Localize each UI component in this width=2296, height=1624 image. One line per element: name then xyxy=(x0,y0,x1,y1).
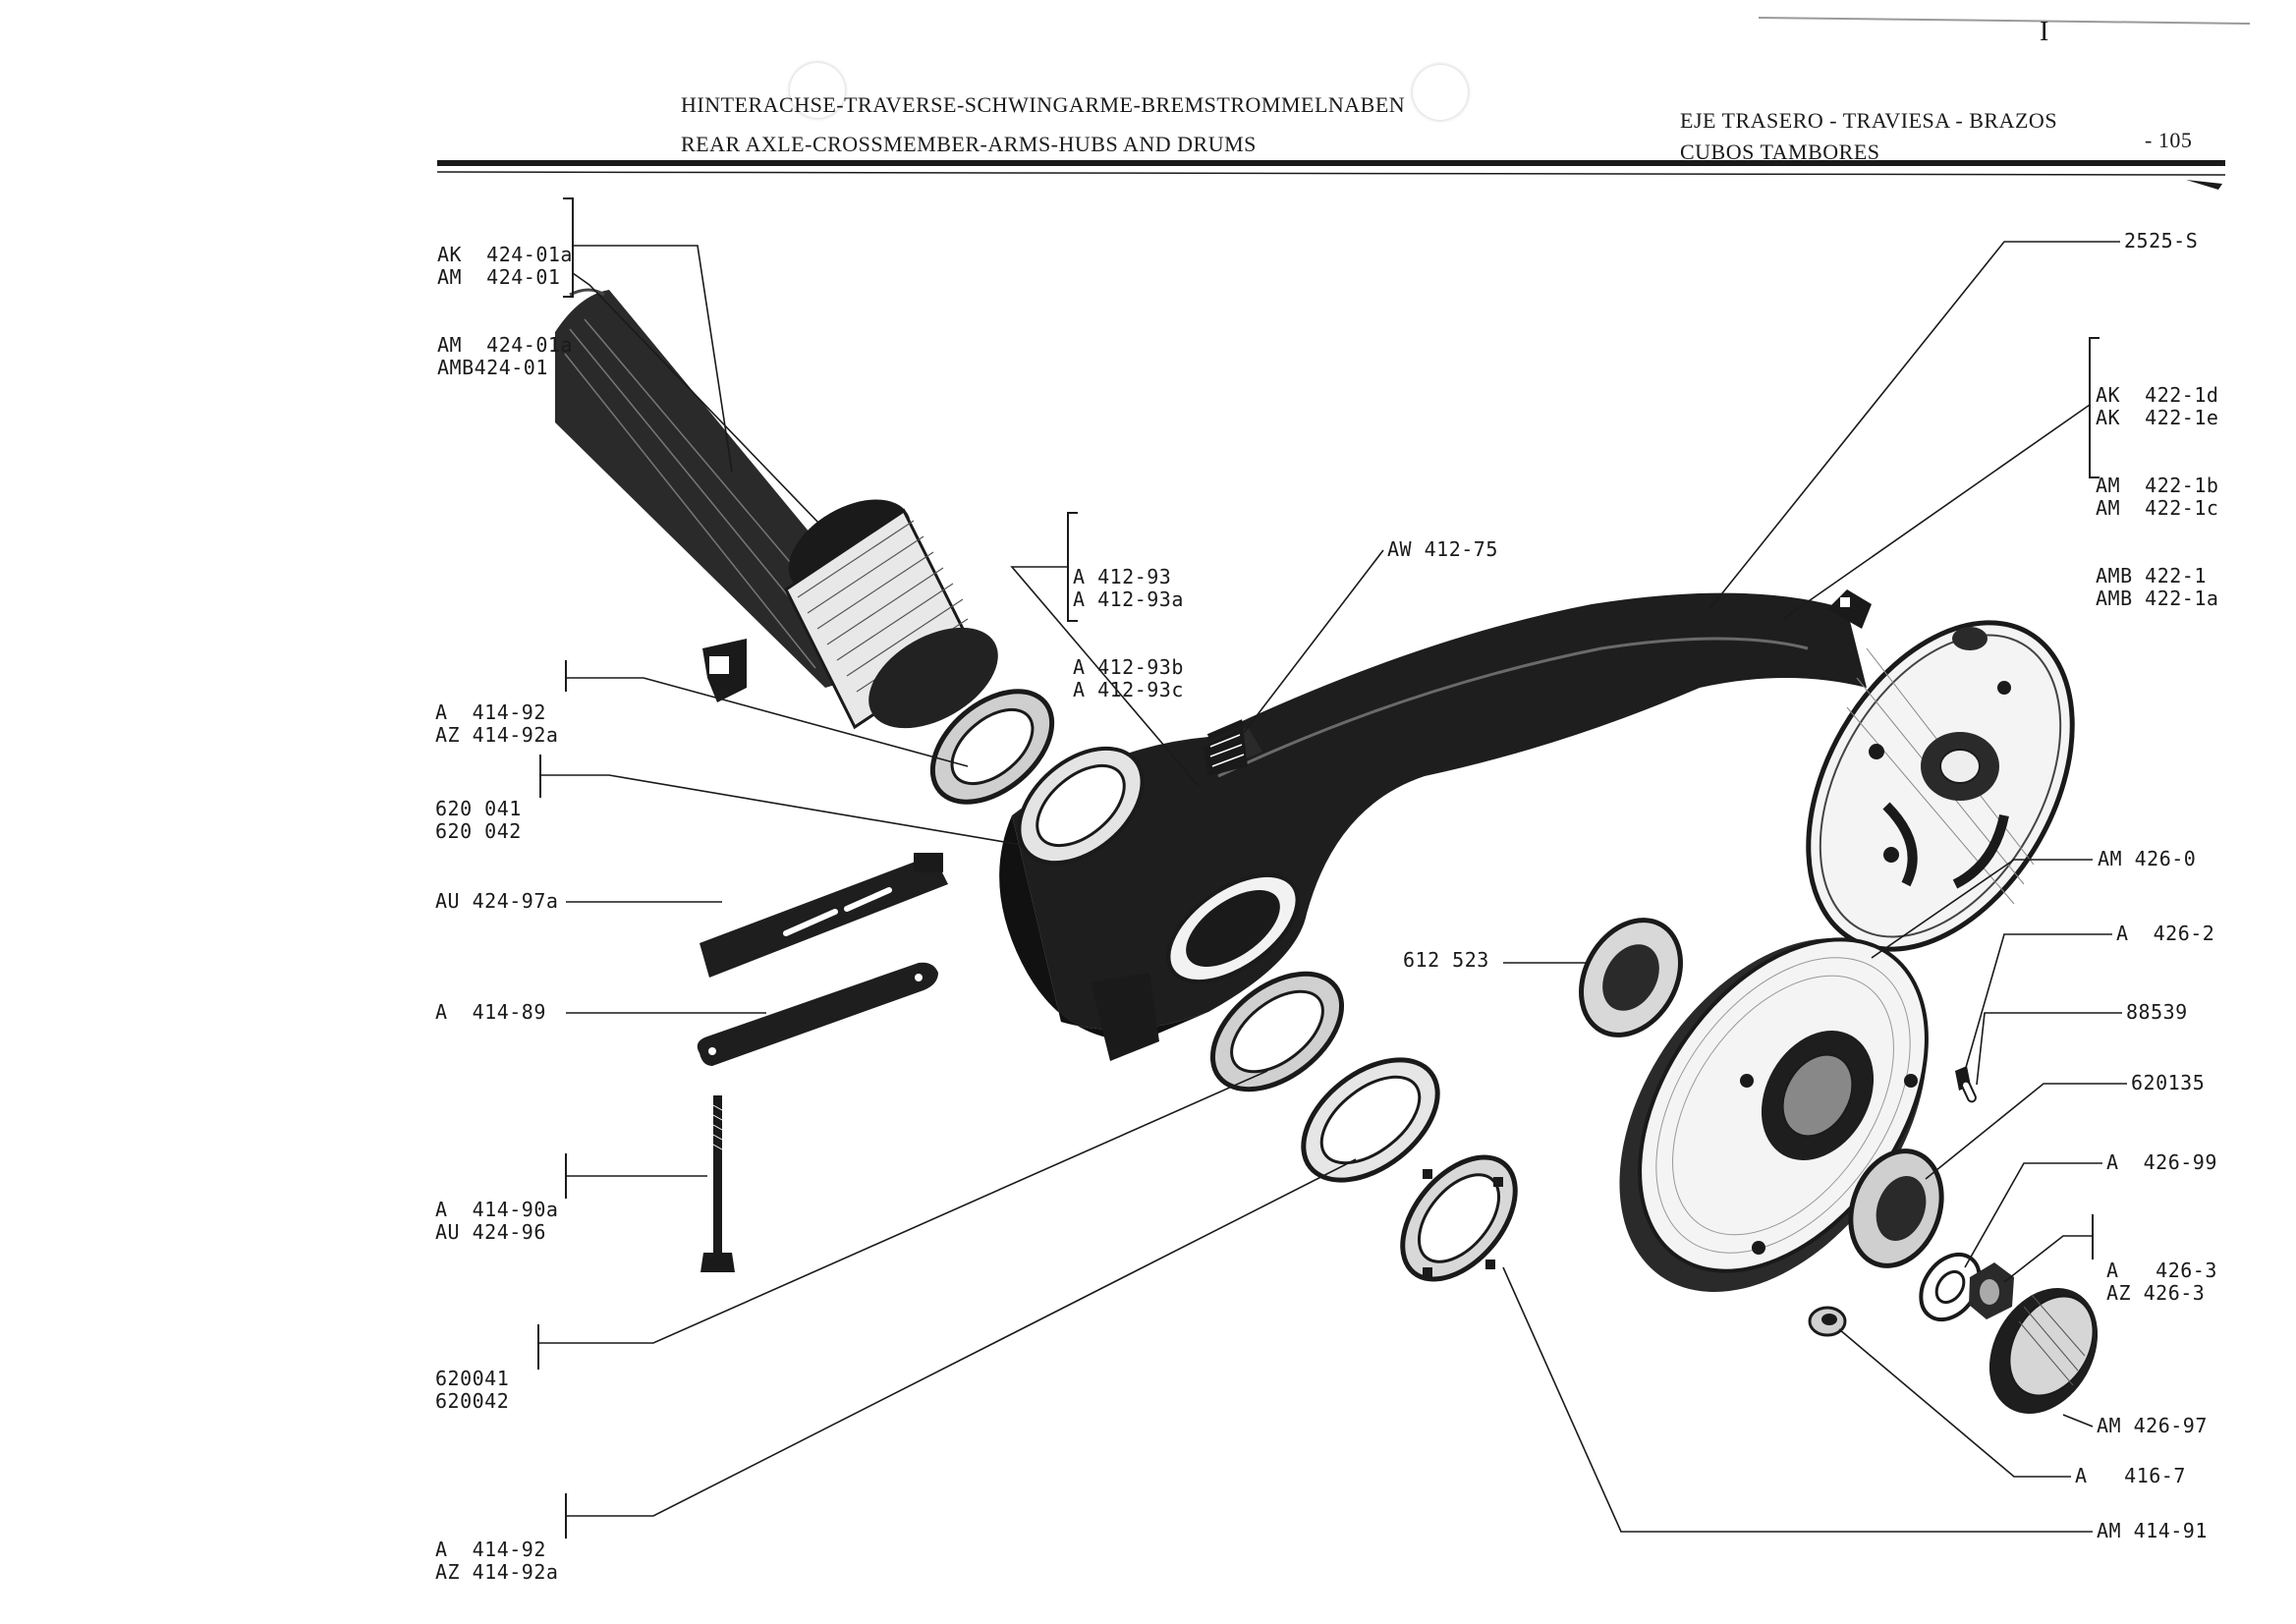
page-number: - 105 xyxy=(2145,128,2193,152)
label-stud: A 426-2 xyxy=(2116,922,2215,945)
label-bracket: AW 412-75 xyxy=(1387,537,1498,561)
mounting-bracket xyxy=(1204,727,1248,776)
label-wheel-bearing: 620135 xyxy=(2131,1071,2206,1094)
brake-drum xyxy=(1619,937,1929,1293)
hub-seal xyxy=(1579,918,1683,1037)
backing-plate xyxy=(1806,620,2075,952)
trailing-arm xyxy=(999,589,1872,1061)
title-spanish-line1: EJE TRASERO - TRAVIESA - BRAZOS xyxy=(1680,108,2058,133)
axle-tube xyxy=(555,288,998,730)
label-arm: 2525-S xyxy=(2124,229,2199,252)
label-cap: AM 426-97 xyxy=(2097,1414,2208,1437)
punch-hole-left xyxy=(790,63,845,118)
title-spanish-line2: CUBOS TAMBORES xyxy=(1680,140,1880,164)
title-english: REAR AXLE-CROSSMEMBER-ARMS-HUBS AND DRUM… xyxy=(681,132,1257,156)
label-pin: 88539 xyxy=(2126,1000,2188,1024)
label-ring-nut: AM 414-91 xyxy=(2097,1519,2208,1542)
label-drum: AM 426-0 xyxy=(2098,847,2197,870)
lower-bearing-rings xyxy=(1209,971,1440,1183)
title-german: HINTERACHSE-TRAVERSE-SCHWINGARME-BREMSTR… xyxy=(681,92,1406,117)
label-hub-seal: 612 523 xyxy=(1403,948,1489,972)
upper-bearing-rings xyxy=(929,689,1145,866)
label-plate: AU 424-97a xyxy=(435,889,559,913)
ring-nut xyxy=(1400,1154,1518,1282)
label-strap: A 414-89 xyxy=(435,1000,546,1024)
strap xyxy=(697,962,938,1066)
retaining-pin xyxy=(1961,1080,1977,1103)
dust-cap xyxy=(1988,1288,2099,1414)
grease-nipple xyxy=(1808,1306,1847,1337)
top-mark: I xyxy=(2040,17,2049,47)
bolt xyxy=(700,1095,735,1272)
hub-nut xyxy=(1969,1262,2014,1319)
wheel-bearing xyxy=(1848,1148,1944,1268)
leader-lines xyxy=(538,241,2127,1533)
label-nipple: A 416-7 xyxy=(2075,1464,2186,1487)
spring-plate xyxy=(700,853,948,978)
punch-hole-right xyxy=(1413,65,1468,120)
label-washer: A 426-99 xyxy=(2106,1150,2217,1174)
